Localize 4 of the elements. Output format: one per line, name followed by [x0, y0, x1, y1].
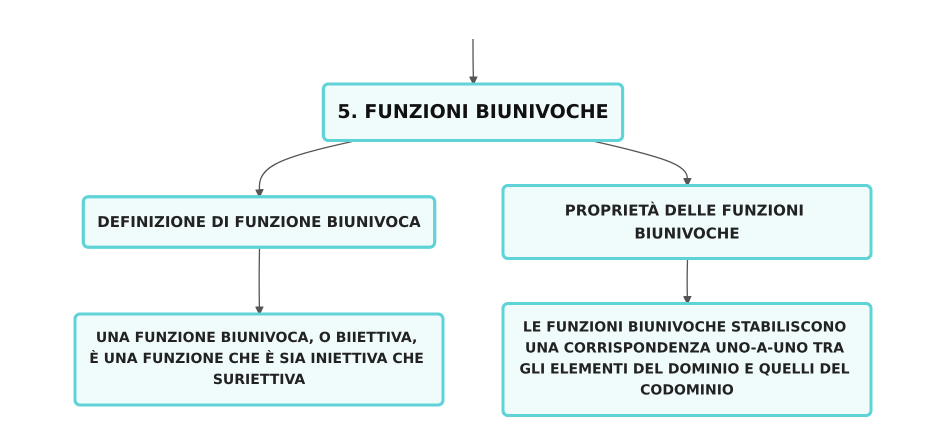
arrow — [682, 258, 692, 304]
arrow — [254, 140, 354, 198]
arrow — [254, 248, 264, 315]
arrow — [468, 38, 478, 85]
